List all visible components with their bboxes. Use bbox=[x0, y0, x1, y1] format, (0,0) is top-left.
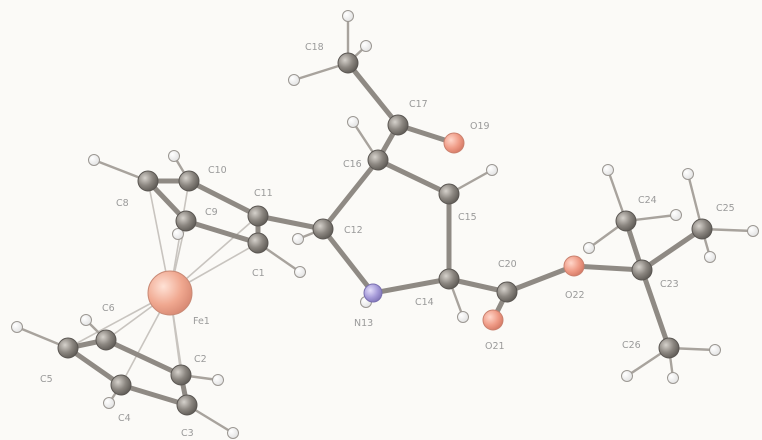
atom-fe1 bbox=[147, 270, 193, 316]
atom-label-o19: O19 bbox=[470, 121, 490, 132]
hydrogen-atom bbox=[227, 427, 239, 439]
atom-label-c5: C5 bbox=[40, 374, 53, 385]
atom-label-c8: C8 bbox=[116, 198, 129, 209]
atom-label-fe1: Fe1 bbox=[193, 316, 210, 327]
atom-c23 bbox=[631, 259, 653, 281]
atom-n13 bbox=[363, 283, 383, 303]
atom-c26 bbox=[658, 337, 680, 359]
atom-label-c23: C23 bbox=[660, 279, 679, 290]
hydrogen-atom bbox=[360, 40, 372, 52]
hydrogen-atom bbox=[457, 311, 469, 323]
atom-labels: Fe1 C1 C2 C3 C4 C5 C6 C8 C9 C10 C11 C12 … bbox=[40, 42, 735, 439]
atom-c9 bbox=[175, 210, 197, 232]
atom-c1 bbox=[247, 232, 269, 254]
heavy-atoms bbox=[57, 52, 713, 416]
hydrogen-atom bbox=[682, 168, 694, 180]
hydrogen-atom bbox=[88, 154, 100, 166]
hydrogen-atom bbox=[288, 74, 300, 86]
atom-c14 bbox=[438, 268, 460, 290]
atom-label-o21: O21 bbox=[485, 341, 505, 352]
hydrogen-atom bbox=[292, 233, 304, 245]
atom-label-c11: C11 bbox=[254, 188, 273, 199]
atom-c17 bbox=[387, 114, 409, 136]
atom-label-n13: N13 bbox=[354, 318, 373, 329]
atom-c3 bbox=[176, 394, 198, 416]
atom-c10 bbox=[178, 170, 200, 192]
atom-label-c12: C12 bbox=[344, 225, 363, 236]
hydrogen-atom bbox=[621, 370, 633, 382]
atom-o21 bbox=[482, 309, 504, 331]
atom-label-c9: C9 bbox=[205, 207, 218, 218]
atom-label-c2: C2 bbox=[194, 354, 207, 365]
hydrogen-atom bbox=[704, 251, 716, 263]
hydrogen-atom bbox=[342, 10, 354, 22]
atom-c24 bbox=[615, 210, 637, 232]
atom-c25 bbox=[691, 218, 713, 240]
atom-label-c15: C15 bbox=[458, 212, 477, 223]
atom-c6 bbox=[95, 329, 117, 351]
atom-c4 bbox=[110, 374, 132, 396]
atom-c20 bbox=[496, 281, 518, 303]
hydrogen-atom bbox=[747, 225, 759, 237]
atom-label-c18: C18 bbox=[305, 42, 324, 53]
atom-label-c26: C26 bbox=[622, 340, 641, 351]
hydrogen-atom bbox=[294, 266, 306, 278]
atom-c2 bbox=[170, 364, 192, 386]
hydrogen-atom bbox=[103, 397, 115, 409]
atom-label-c6: C6 bbox=[102, 303, 115, 314]
atom-label-c25: C25 bbox=[716, 203, 735, 214]
atom-o19 bbox=[443, 132, 465, 154]
atom-c8 bbox=[137, 170, 159, 192]
atom-c12 bbox=[312, 218, 334, 240]
atom-label-c14: C14 bbox=[415, 297, 434, 308]
atom-c18 bbox=[337, 52, 359, 74]
hydrogen-bonds bbox=[15, 14, 755, 435]
atom-o22 bbox=[563, 255, 585, 277]
hydrogen-atom bbox=[80, 314, 92, 326]
atom-c11 bbox=[247, 205, 269, 227]
atom-c5 bbox=[57, 337, 79, 359]
hydrogen-atom bbox=[602, 164, 614, 176]
hydrogen-atom bbox=[709, 344, 721, 356]
atom-label-o22: O22 bbox=[565, 290, 585, 301]
atom-label-c24: C24 bbox=[638, 195, 657, 206]
atom-label-c4: C4 bbox=[118, 413, 131, 424]
atom-label-c10: C10 bbox=[208, 165, 227, 176]
hydrogen-atom bbox=[172, 228, 184, 240]
atom-c16 bbox=[367, 149, 389, 171]
hydrogen-atoms bbox=[11, 10, 759, 439]
atom-label-c16: C16 bbox=[343, 159, 362, 170]
hydrogen-atom bbox=[347, 116, 359, 128]
atom-c15 bbox=[438, 183, 460, 205]
hydrogen-atom bbox=[486, 164, 498, 176]
atom-label-c3: C3 bbox=[181, 428, 194, 439]
hydrogen-atom bbox=[670, 209, 682, 221]
hydrogen-atom bbox=[212, 374, 224, 386]
hydrogen-atom bbox=[11, 321, 23, 333]
hydrogen-atom bbox=[583, 242, 595, 254]
hydrogen-atom bbox=[667, 372, 679, 384]
hydrogen-atom bbox=[168, 150, 180, 162]
atom-label-c17: C17 bbox=[409, 99, 428, 110]
atom-label-c1: C1 bbox=[252, 268, 265, 279]
atom-label-c20: C20 bbox=[498, 259, 517, 270]
